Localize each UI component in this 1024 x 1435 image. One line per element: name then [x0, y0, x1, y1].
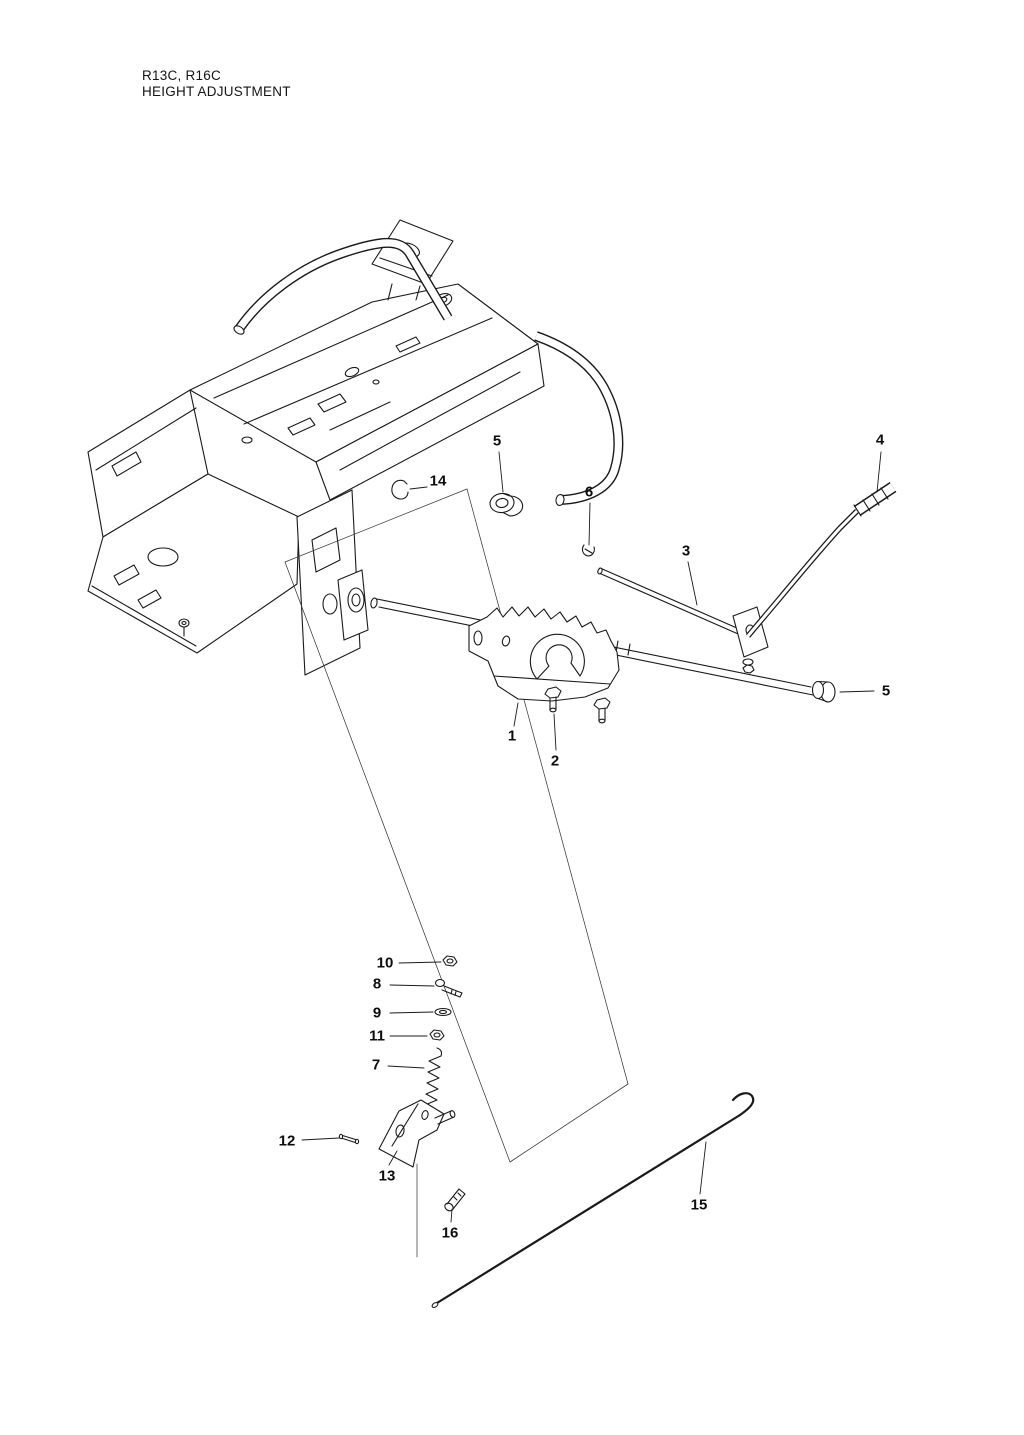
screw-part16	[444, 1188, 466, 1212]
chassis-frame	[87, 219, 545, 676]
grip-part4	[853, 482, 897, 517]
callout-5-upper: 5	[492, 432, 502, 450]
callout-4: 4	[875, 431, 885, 449]
callout-6: 6	[584, 483, 594, 501]
callout-10: 10	[376, 954, 394, 972]
bushing-part5-right	[811, 680, 836, 703]
washer-part9	[434, 1007, 452, 1017]
callout-7: 7	[371, 1056, 381, 1074]
sector-bracket-part1	[468, 606, 620, 702]
callout-9: 9	[372, 1004, 382, 1022]
callout-leader-lines	[301, 451, 882, 1223]
callout-12: 12	[278, 1132, 296, 1150]
hook-part14	[391, 479, 409, 500]
callout-3: 3	[681, 542, 691, 560]
pin-part12	[338, 1133, 360, 1145]
clip-part6	[581, 544, 595, 557]
bracket-part13	[378, 1099, 456, 1168]
callout-13: 13	[378, 1167, 396, 1185]
projection-lines	[284, 488, 629, 1258]
nut-part11	[429, 1029, 445, 1041]
callout-14: 14	[429, 472, 447, 490]
bolt-part8	[434, 978, 463, 998]
bolts-part2	[544, 686, 611, 724]
handlebar-tubes	[233, 237, 624, 507]
title-block: R13C, R16C HEIGHT ADJUSTMENT	[142, 68, 291, 100]
callout-11: 11	[369, 1027, 385, 1045]
callout-8: 8	[372, 975, 382, 993]
callout-15: 15	[690, 1196, 708, 1214]
callout-5-right: 5	[881, 682, 891, 700]
model-title: R13C, R16C	[142, 68, 222, 83]
section-title: HEIGHT ADJUSTMENT	[142, 84, 291, 99]
callout-1: 1	[507, 727, 517, 745]
callout-2: 2	[550, 752, 560, 770]
callout-16: 16	[441, 1224, 459, 1242]
bushing-part5-upper	[489, 492, 524, 517]
nut-part10	[442, 955, 458, 967]
rod-part15	[431, 1092, 755, 1308]
